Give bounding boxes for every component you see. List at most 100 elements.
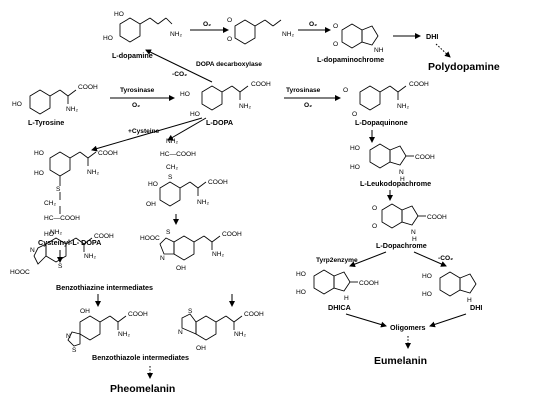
dhi-top-label: DHI xyxy=(426,32,438,41)
functional-group-o: O xyxy=(372,223,377,230)
functional-group-cooh: COOH xyxy=(427,214,447,221)
functional-group-oh: OH xyxy=(80,308,90,315)
functional-group-ho: HO xyxy=(296,271,306,278)
benzothiazine-left-structure: HO N S HOOC COOH NH₂ xyxy=(10,231,114,276)
functional-group-nh2: NH₂ xyxy=(166,138,179,145)
functional-group-s: S xyxy=(166,229,171,236)
functional-group-ch2: CH₂ xyxy=(166,164,179,171)
functional-group-nh: NH xyxy=(374,47,384,54)
tyrosinase-label-b: Tyrosinase xyxy=(286,87,321,94)
benzothiazine-right-structure: HOOC S N OH COOH NH₂ xyxy=(140,229,242,272)
functional-group-h: H xyxy=(467,297,472,304)
dopamine-quinone-structure: O O NH₂ xyxy=(227,17,295,45)
functional-group-n: N xyxy=(178,329,183,336)
functional-group-o: O xyxy=(227,17,232,24)
l-dopaminochrome-structure: O O NH xyxy=(333,23,384,54)
functional-group-n: N xyxy=(399,169,404,176)
functional-group-cooh: COOH xyxy=(98,150,118,157)
functional-group-nh2: NH₂ xyxy=(212,251,225,258)
functional-group-ho: HO xyxy=(180,91,190,98)
functional-group-n: N xyxy=(30,247,35,254)
l-dopa-structure: HO HO COOH NH₂ xyxy=(180,81,271,118)
functional-group-ho: HO xyxy=(350,164,360,171)
l-dopa-label: L-DOPA xyxy=(206,118,233,127)
benzothiazine-label: Benzothiazine intermediates xyxy=(56,283,153,292)
functional-group-nh2: NH₂ xyxy=(66,106,79,113)
cysteinyl-dopa-right-structure: NH₂ HC—COOH CH₂ S HO OH COOH NH₂ xyxy=(146,138,228,208)
functional-group-ho: HO xyxy=(422,273,432,280)
l-tyrosine-structure: HO COOH NH₂ xyxy=(12,84,98,115)
functional-group-nh2: NH₂ xyxy=(197,199,210,206)
functional-group-oh: OH xyxy=(146,201,156,208)
functional-group-hooc: HOOC xyxy=(10,269,30,276)
functional-group-nh2: NH₂ xyxy=(84,253,97,260)
cysteinyl-dopa-label: Cysteinyl-L- DOPA xyxy=(38,238,101,247)
functional-group-s: S xyxy=(188,308,193,315)
polydopamine-label: Polydopamine xyxy=(428,61,500,73)
arrow-dopa-to-cysteinyl-right xyxy=(167,117,207,141)
functional-group-oh: OH xyxy=(196,345,206,352)
functional-group-cooh: COOH xyxy=(415,154,435,161)
functional-group-hooc: HOOC xyxy=(140,235,160,242)
functional-group-o: O xyxy=(333,23,338,30)
functional-group-nh2: NH₂ xyxy=(282,31,295,38)
functional-group-cooh: COOH xyxy=(409,81,429,88)
benzothiazole-left-structure: OH N S COOH NH₂ xyxy=(66,308,148,354)
dhi-label: DHI xyxy=(470,303,482,312)
minus-co2-label-b: -CO₂ xyxy=(438,255,453,262)
functional-group-ho: HO xyxy=(350,145,360,152)
functional-group-nh2: NH₂ xyxy=(397,103,410,110)
benzothiazole-label: Benzothiazole intermediates xyxy=(92,353,189,362)
arrow-dhi-to-polydopamine xyxy=(435,43,451,58)
benzothiazole-right-structure: S N OH COOH NH₂ xyxy=(178,308,264,352)
functional-group-s: S xyxy=(72,347,77,354)
functional-group-cooh: COOH xyxy=(208,179,228,186)
functional-group-ho: HO xyxy=(148,181,158,188)
arrow-dopachrome-to-dhica xyxy=(349,251,387,267)
l-dopamine-label: L-dopamine xyxy=(112,51,153,60)
functional-group-ho: HO xyxy=(12,101,22,108)
functional-group-nh2: NH₂ xyxy=(50,229,63,236)
functional-group-o: O xyxy=(372,205,377,212)
functional-group-s: S xyxy=(58,263,63,270)
oligomers-label: Oligomers xyxy=(390,323,426,332)
tyrp2enzyme-label: Tyrp2enzyme xyxy=(316,257,358,264)
functional-group-nh2: NH₂ xyxy=(118,331,131,338)
functional-group-hc-cooh: HC—COOH xyxy=(160,151,196,158)
functional-group-cooh: COOH xyxy=(359,280,379,287)
functional-group-cooh: COOH xyxy=(94,233,114,240)
functional-group-ho: HO xyxy=(422,291,432,298)
l-tyrosine-label: L-Tyrosine xyxy=(28,118,64,127)
l-leukodopachrome-structure: HO HO COOH N H xyxy=(350,143,435,183)
l-dopamine-structure: HO HO NH₂ xyxy=(103,11,183,43)
o2-label-c: O₂ xyxy=(132,102,140,109)
functional-group-ho: HO xyxy=(296,289,306,296)
o2-label-d: O₂ xyxy=(304,102,312,109)
functional-group-o: O xyxy=(352,111,357,118)
l-dopachrome-structure: O O COOH N H xyxy=(372,203,447,243)
functional-group-o: O xyxy=(227,36,232,43)
functional-group-h: H xyxy=(412,236,417,243)
arrow-dhica-to-oligomers xyxy=(345,313,387,328)
functional-group-n: N xyxy=(411,229,416,236)
functional-group-o: O xyxy=(343,87,348,94)
l-dopachrome-label: L-Dopachrome xyxy=(376,241,427,250)
functional-group-cooh: COOH xyxy=(244,311,264,318)
functional-group-ho: HO xyxy=(114,11,124,18)
functional-group-ho: HO xyxy=(44,231,54,238)
functional-group-n: N xyxy=(160,255,165,262)
functional-group-n: N xyxy=(66,333,71,340)
functional-group-ho: HO xyxy=(190,111,200,118)
functional-group-cooh: COOH xyxy=(128,311,148,318)
functional-group-ho: HO xyxy=(34,170,44,177)
functional-group-s: S xyxy=(168,174,173,181)
dhi-structure: HO HO H xyxy=(422,271,477,304)
l-dopaminochrome-label: L-dopaminochrome xyxy=(317,55,384,64)
minus-co2-label-a: -CO₂ xyxy=(172,71,187,78)
functional-group-cooh: COOH xyxy=(222,231,242,238)
functional-group-cooh: COOH xyxy=(78,84,98,91)
l-dopaquinone-label: L-Dopaquinone xyxy=(355,118,408,127)
pheomelanin-label: Pheomelanin xyxy=(110,383,175,395)
